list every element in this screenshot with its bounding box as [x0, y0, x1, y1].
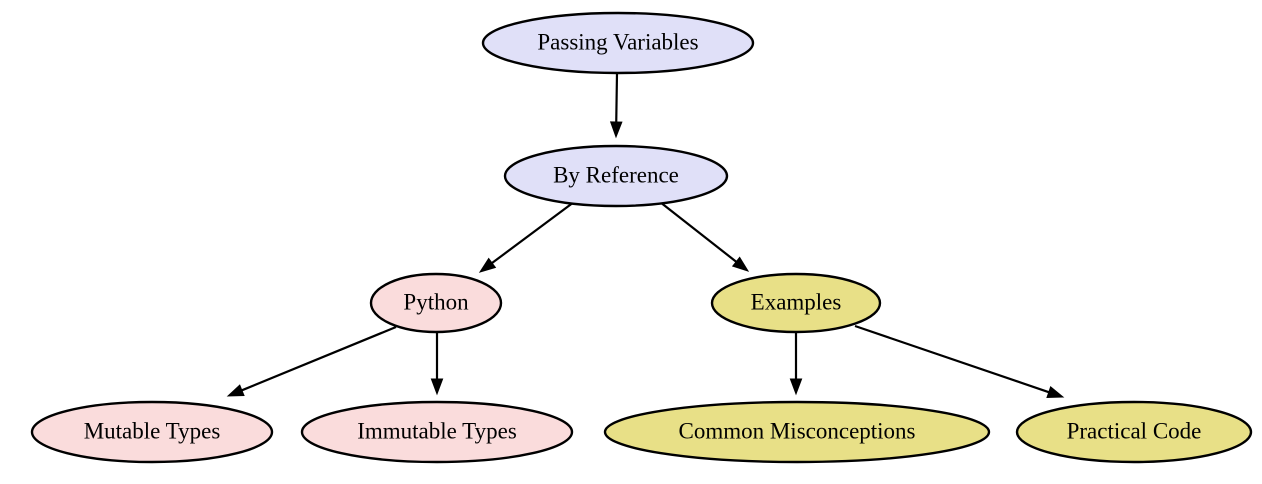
node-shape-common-misconceptions[interactable]	[603, 400, 991, 464]
node-mutable-types[interactable]: Mutable Types	[30, 400, 274, 464]
node-shape-practical-code[interactable]	[1015, 400, 1253, 464]
node-common-misconceptions[interactable]: Common Misconceptions	[603, 400, 991, 464]
node-immutable-types[interactable]: Immutable Types	[300, 400, 574, 464]
node-passing-variables[interactable]: Passing Variables	[481, 11, 755, 75]
node-python[interactable]: Python	[369, 272, 503, 334]
edge-examples-to-common-misconceptions	[789, 332, 803, 396]
node-shape-python[interactable]	[369, 272, 503, 334]
edge-arrowhead-icon	[731, 256, 750, 272]
edge-line	[854, 324, 1050, 394]
edge-arrowhead-icon	[478, 257, 497, 273]
node-shape-passing-variables[interactable]	[481, 11, 755, 75]
edge-by-reference-to-examples	[659, 201, 750, 272]
edge-arrowhead-icon	[226, 384, 245, 397]
edge-by-reference-to-python	[478, 201, 575, 273]
node-examples[interactable]: Examples	[710, 272, 882, 334]
edge-arrowhead-icon	[789, 378, 803, 396]
edge-arrowhead-icon	[1046, 386, 1065, 398]
node-shape-mutable-types[interactable]	[30, 400, 274, 464]
node-by-reference[interactable]: By Reference	[503, 144, 729, 208]
node-shape-examples[interactable]	[710, 272, 882, 334]
edge-python-to-immutable-types	[430, 332, 444, 396]
edge-line	[241, 325, 397, 392]
edge-line	[615, 72, 619, 123]
edge-examples-to-practical-code	[854, 324, 1065, 398]
edge-passing-variables-to-by-reference	[609, 72, 623, 139]
edge-line	[659, 201, 737, 263]
edge-arrowhead-icon	[430, 378, 444, 396]
edge-line	[491, 201, 575, 264]
edge-arrowhead-icon	[609, 121, 623, 139]
node-shape-by-reference[interactable]	[503, 144, 729, 208]
edge-python-to-mutable-types	[226, 325, 397, 397]
node-practical-code[interactable]: Practical Code	[1015, 400, 1253, 464]
edges-layer	[226, 72, 1065, 398]
node-shape-immutable-types[interactable]	[300, 400, 574, 464]
